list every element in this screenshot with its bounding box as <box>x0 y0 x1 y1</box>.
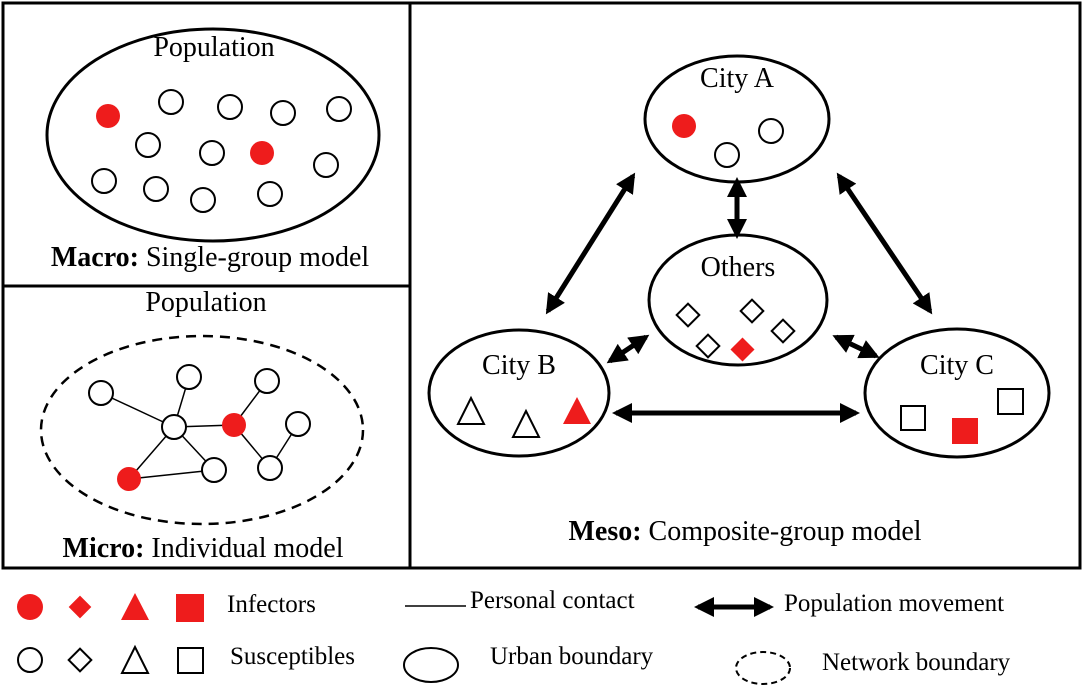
infector-circle <box>250 141 274 165</box>
susceptible-circle <box>257 455 283 481</box>
susceptible-circle <box>201 457 227 483</box>
susceptible-circle <box>270 100 296 126</box>
city-a-urban-boundary <box>643 54 831 184</box>
legend-population-movement-label: Population movement <box>784 590 1004 617</box>
legend-urban-boundary-label: Urban boundary <box>490 643 654 670</box>
contact-edge <box>100 392 175 428</box>
susceptible-triangle <box>456 395 486 425</box>
arrow-others-c <box>832 334 880 359</box>
legend-urban-boundary-icon <box>403 647 459 683</box>
susceptible-circle <box>257 181 283 207</box>
infector-square <box>952 418 978 444</box>
infector-diamond <box>730 337 755 362</box>
contact-edge <box>128 469 215 480</box>
infector-circle <box>117 467 141 491</box>
micro-panel <box>1 284 412 570</box>
susceptible-diamond <box>739 298 765 324</box>
others-individuals <box>675 298 796 362</box>
micro-network-boundary <box>39 334 365 526</box>
city-b-label: City B <box>482 350 556 381</box>
others-label: Others <box>701 252 776 283</box>
city-c-label: City C <box>920 350 994 381</box>
city-c-individuals <box>900 388 1024 444</box>
legend-personal-contact-label: Personal contact <box>470 587 635 614</box>
legend-susceptibles-label: Susceptibles <box>230 643 355 670</box>
susceptible-circle <box>199 140 225 166</box>
meso-panel <box>408 1 1082 570</box>
population-movement-arrows <box>545 172 933 423</box>
legend-infectors-label: Infectors <box>227 591 316 618</box>
legend-infector-diamond-icon <box>68 595 92 619</box>
susceptible-circle <box>217 94 243 120</box>
susceptible-circle <box>88 380 114 406</box>
susceptible-circle <box>158 89 184 115</box>
others-urban-boundary <box>647 233 829 367</box>
legend-infector-circle-icon <box>17 594 43 620</box>
legend-susceptible-square-icon <box>177 647 204 674</box>
susceptible-circle <box>313 152 339 178</box>
legend-susceptible-triangle-icon <box>120 644 150 674</box>
susceptible-circle <box>190 187 216 213</box>
legend-infector-square-icon <box>176 594 204 622</box>
susceptible-triangle <box>511 408 541 438</box>
macro-population-title: Population <box>153 32 274 63</box>
susceptible-circle <box>285 411 311 437</box>
susceptible-circle <box>714 142 740 168</box>
city-b-individuals <box>456 395 591 438</box>
susceptible-circle <box>135 132 161 158</box>
susceptible-diamond <box>770 318 796 344</box>
susceptible-diamond <box>675 302 701 328</box>
infector-triangle <box>563 397 591 424</box>
susceptible-circle <box>254 368 280 394</box>
susceptible-circle <box>91 168 117 194</box>
infector-circle <box>96 104 120 128</box>
susceptible-square <box>900 405 926 431</box>
infector-circle <box>222 413 246 437</box>
city-a-label: City A <box>700 63 775 94</box>
susceptible-square <box>997 388 1024 415</box>
arrow-a-c <box>836 172 933 315</box>
meso-caption: Meso: Composite-group model <box>568 516 921 547</box>
susceptible-circle <box>758 118 784 144</box>
susceptible-circle <box>176 364 202 390</box>
susceptible-circle <box>326 96 352 122</box>
susceptible-circle <box>161 414 187 440</box>
legend: Infectors Susceptibles Personal contact … <box>17 587 1011 685</box>
legend-susceptible-diamond-icon <box>67 647 93 673</box>
infector-circle <box>672 114 696 138</box>
susceptible-diamond <box>695 333 721 359</box>
legend-susceptible-circle-icon <box>17 647 43 673</box>
city-a-individuals <box>672 114 784 168</box>
macro-caption: Macro: Single-group model <box>51 242 370 273</box>
micro-population-title: Population <box>145 287 266 318</box>
micro-caption: Micro: Individual model <box>63 533 344 564</box>
macro-urban-boundary <box>45 27 381 243</box>
legend-network-boundary-label: Network boundary <box>822 649 1011 676</box>
legend-network-boundary-icon <box>735 651 791 685</box>
city-b-urban-boundary <box>427 328 611 458</box>
arrow-others-b <box>606 334 650 364</box>
arrow-a-b <box>545 172 636 315</box>
legend-infector-triangle-icon <box>121 593 149 620</box>
city-c-urban-boundary <box>863 327 1051 459</box>
micro-individuals <box>88 364 311 491</box>
susceptible-circle <box>143 176 169 202</box>
macro-individuals <box>91 89 352 213</box>
